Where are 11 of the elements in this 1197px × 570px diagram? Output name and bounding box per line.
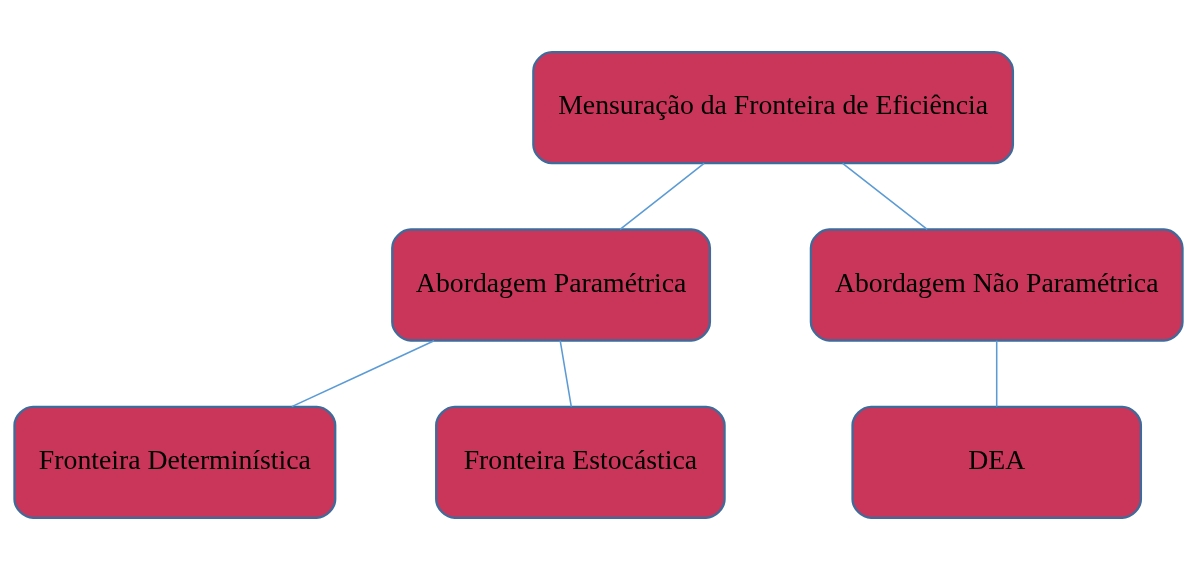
- node-box: Abordagem Não Paramétrica: [809, 228, 1184, 342]
- connector: [995, 339, 998, 408]
- node-box: Fronteira Determinística: [13, 405, 337, 519]
- node-box: DEA: [851, 405, 1143, 519]
- connector: [619, 162, 705, 231]
- node-box: Fronteira Estocástica: [435, 405, 726, 519]
- connector: [841, 162, 928, 231]
- node-box: Abordagem Paramétrica: [391, 228, 712, 342]
- connector: [291, 339, 435, 408]
- node-box: Mensuração da Fronteira de Eficiência: [532, 51, 1015, 165]
- connector: [559, 339, 573, 408]
